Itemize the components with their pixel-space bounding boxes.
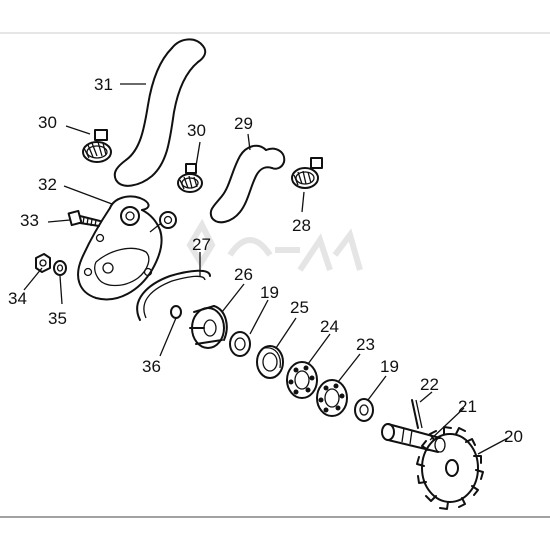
label-part-27: 27 xyxy=(192,235,211,254)
hose-large xyxy=(113,38,207,187)
watermark xyxy=(186,218,363,272)
washer-upper xyxy=(229,331,251,357)
seal xyxy=(256,345,284,379)
hose-clamp-left xyxy=(82,129,112,163)
hose-medium xyxy=(209,144,286,224)
label-part-21: 21 xyxy=(458,397,477,416)
label-part-31: 31 xyxy=(94,75,113,94)
label-part-33: 33 xyxy=(20,211,39,230)
bolt xyxy=(67,209,101,227)
label-part-29: 29 xyxy=(234,114,253,133)
label-part-24: 24 xyxy=(320,317,339,336)
label-part-32: 32 xyxy=(38,175,57,194)
bearing-lower xyxy=(316,379,348,417)
label-part-28: 28 xyxy=(292,216,311,235)
label-part-30-middle: 30 xyxy=(187,121,206,140)
washer-small xyxy=(53,260,67,276)
label-part-22: 22 xyxy=(420,375,439,394)
nut xyxy=(35,253,51,273)
bearing-upper xyxy=(286,361,318,399)
impeller xyxy=(189,305,228,349)
label-part-30-left: 30 xyxy=(38,113,57,132)
leader-lines xyxy=(23,83,509,455)
label-part-36: 36 xyxy=(142,357,161,376)
label-part-35: 35 xyxy=(48,309,67,328)
label-part-19-upper: 19 xyxy=(260,283,279,302)
pump-cover xyxy=(77,195,177,301)
o-ring xyxy=(136,269,211,321)
label-part-20: 20 xyxy=(504,427,523,446)
pin xyxy=(411,399,423,429)
gear xyxy=(416,426,484,510)
hose-clamp-middle xyxy=(177,163,203,193)
part-number-labels: 31 30 30 29 32 33 28 27 26 19 25 34 35 2… xyxy=(8,75,523,446)
label-part-26: 26 xyxy=(234,265,253,284)
label-part-25: 25 xyxy=(290,298,309,317)
small-ring xyxy=(170,305,182,319)
label-part-23: 23 xyxy=(356,335,375,354)
washer-lower xyxy=(354,398,374,422)
label-part-34: 34 xyxy=(8,289,27,308)
label-part-19-lower: 19 xyxy=(380,357,399,376)
hose-clamp-right xyxy=(291,157,323,189)
